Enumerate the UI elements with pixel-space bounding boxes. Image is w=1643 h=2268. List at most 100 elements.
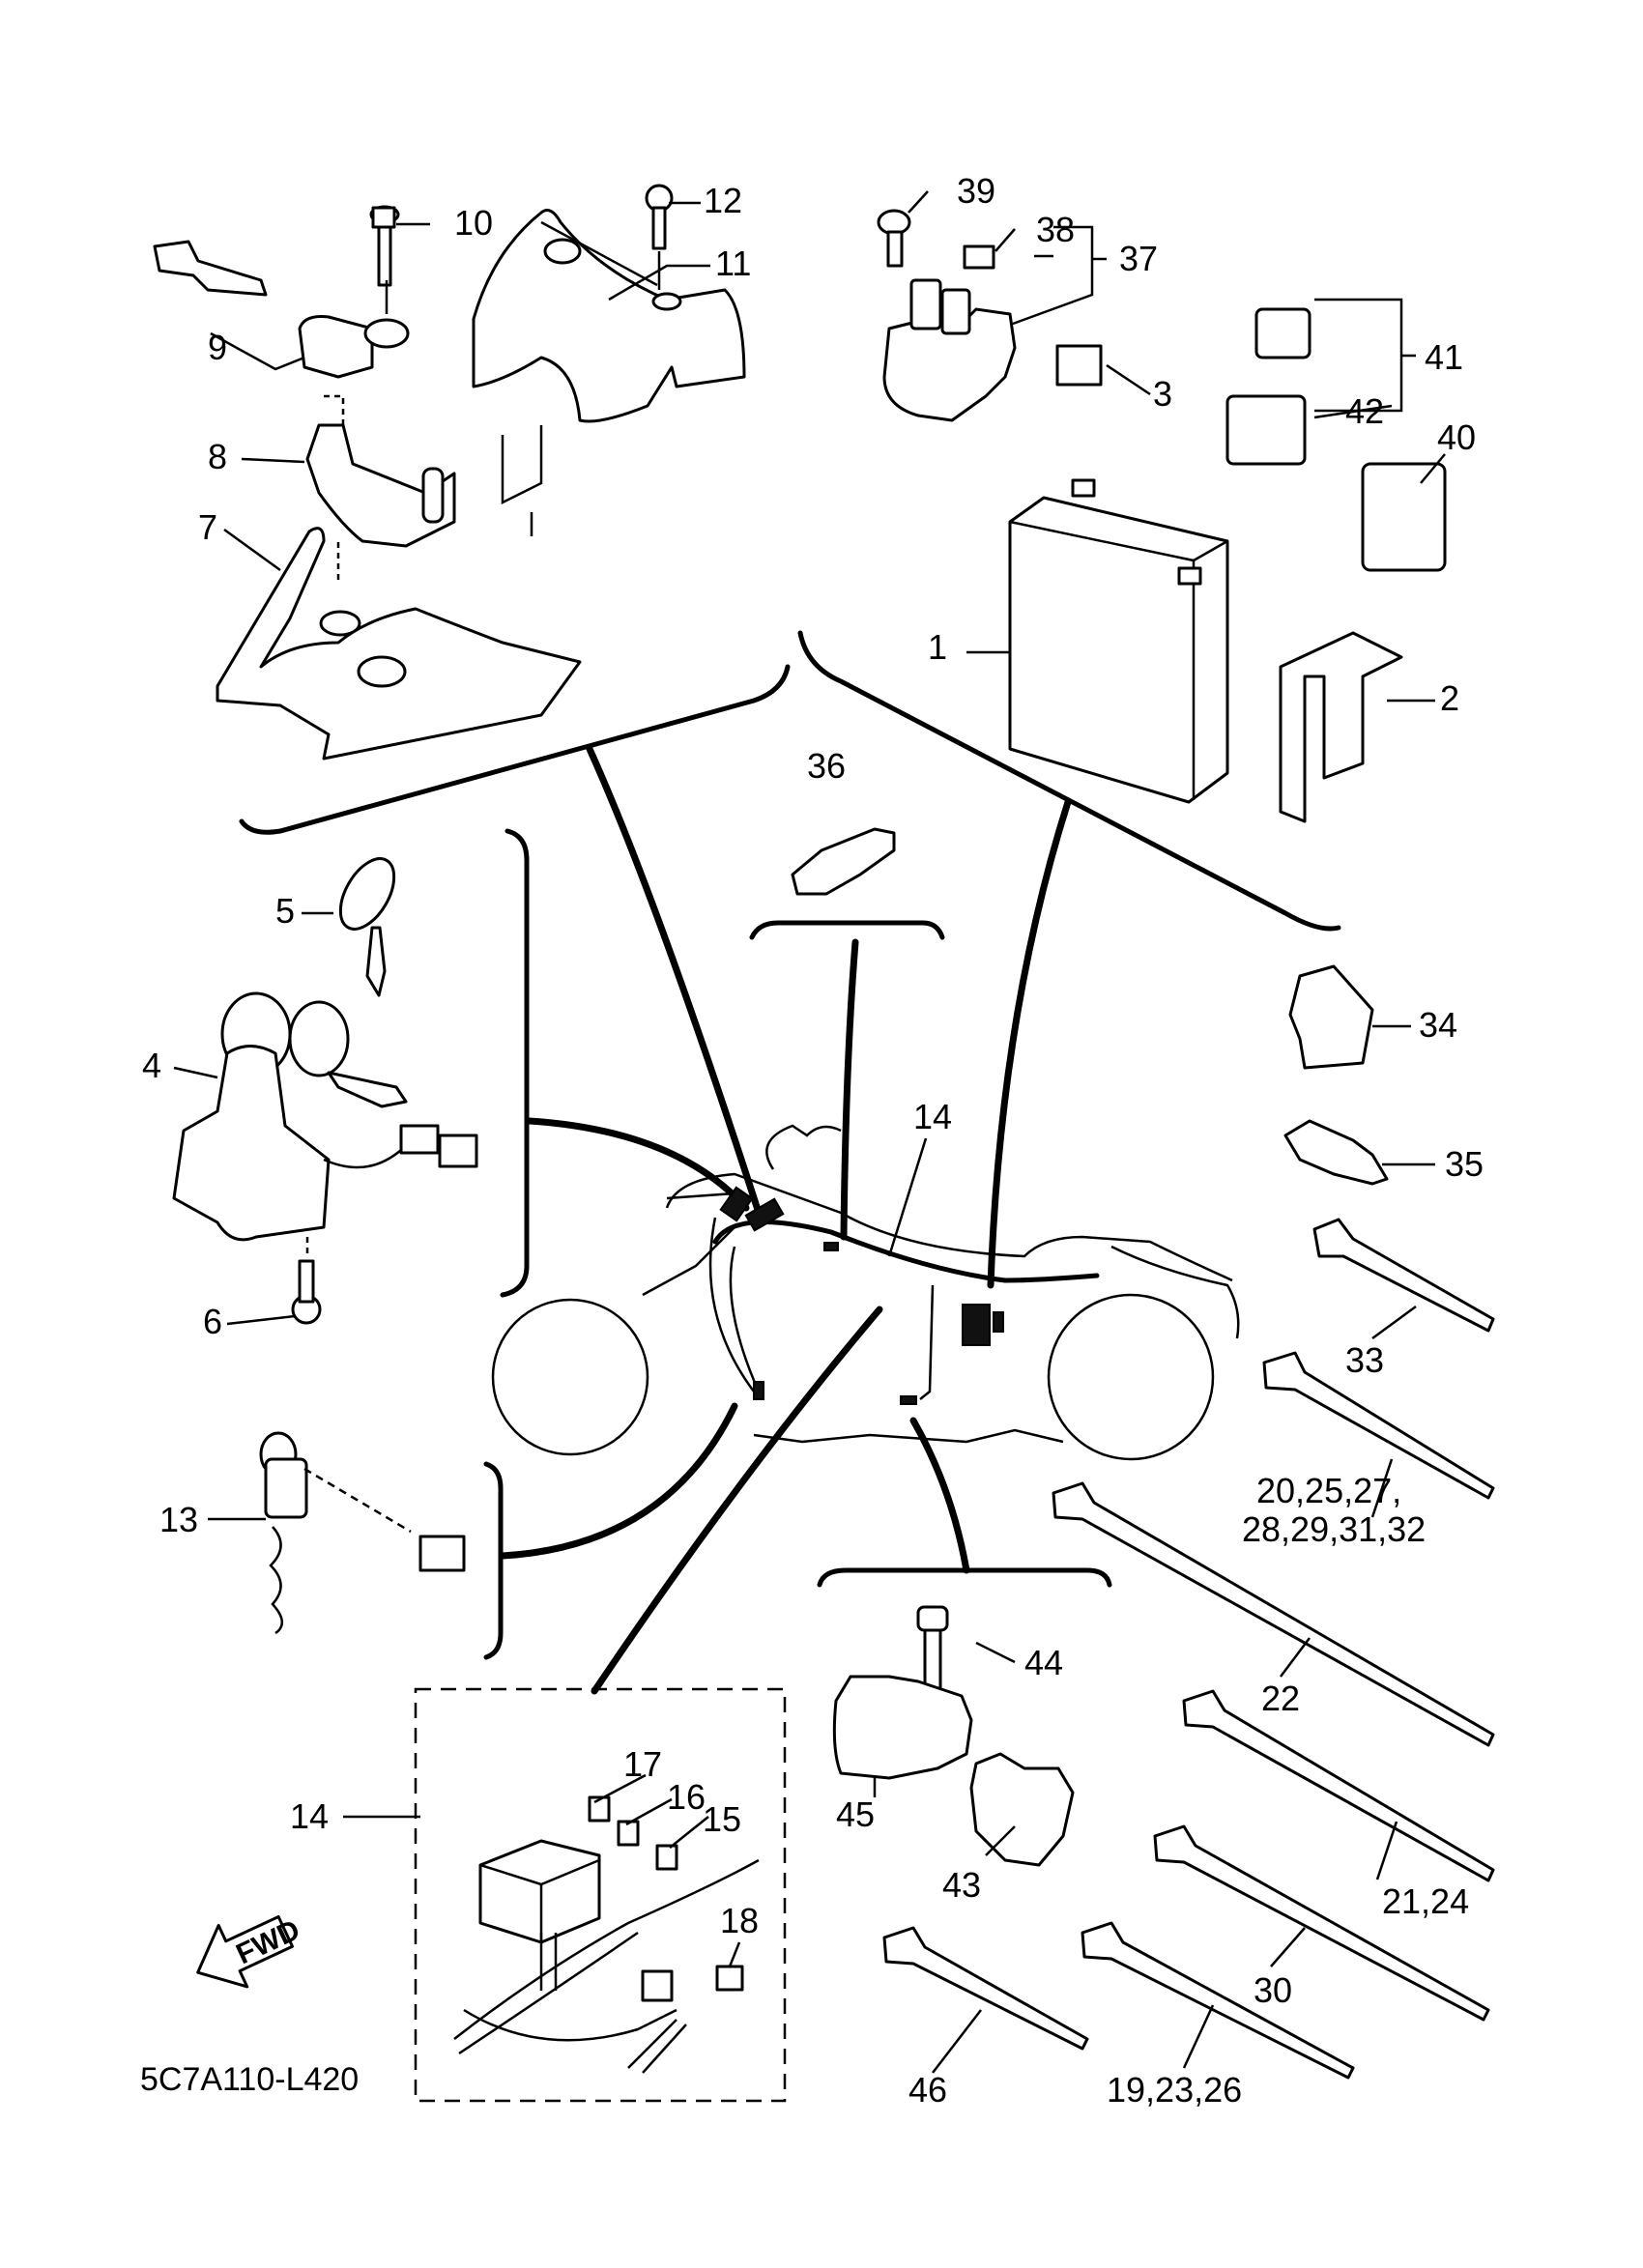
label-14-main: 14 [913, 1097, 952, 1136]
handlebar-holder-assembly [153, 184, 746, 761]
part-3-terminal-cover [1055, 344, 1103, 387]
label-15: 15 [703, 1799, 741, 1839]
part-5-key [338, 857, 396, 931]
label-16: 16 [667, 1777, 706, 1817]
label-10: 10 [454, 203, 493, 243]
link-bottom-middle-to-frame [909, 1417, 970, 1574]
part-2-strap [1279, 631, 1403, 823]
link-left-middle-to-frame [526, 1117, 750, 1212]
label-40: 40 [1437, 417, 1476, 457]
part-38-fuse [963, 244, 995, 270]
sensor-group [832, 1605, 1075, 1867]
label-4: 4 [142, 1046, 161, 1085]
part-1-battery [1008, 496, 1229, 804]
label-18: 18 [720, 1901, 759, 1940]
label-44: 44 [1024, 1643, 1063, 1682]
label-9: 9 [208, 328, 227, 367]
part-18-connector [715, 1965, 744, 1992]
part-44-bolt [916, 1605, 949, 1632]
label-22: 22 [1261, 1679, 1300, 1718]
battery-relay-group [877, 209, 1447, 823]
harness-connector [641, 1969, 674, 2002]
part-16-fuse [617, 1820, 640, 1847]
part-21-tie [1182, 1689, 1495, 1882]
part-9-knob-with-key [298, 315, 374, 379]
main-switch-group [172, 857, 478, 1325]
part-46-tie [882, 1926, 1089, 2051]
label-13: 13 [159, 1500, 198, 1539]
label-45: 45 [836, 1794, 875, 1834]
label-34: 34 [1419, 1005, 1457, 1045]
part-22-tie [1052, 1481, 1495, 1747]
link-top-right-to-frame [987, 798, 1072, 1289]
label-41: 41 [1425, 337, 1463, 377]
part-20-tie [1262, 1351, 1495, 1500]
label-30: 30 [1254, 1970, 1292, 2010]
part-30-tie [1153, 1824, 1490, 2022]
link-harness-box-to-frame [591, 1306, 883, 1695]
part-number-labels: 1 2 3 4 5 6 7 8 9 10 11 12 13 14 14 15 1… [140, 171, 1484, 2110]
part-43-sensor [969, 1752, 1075, 1867]
label-14-detail: 14 [290, 1796, 329, 1836]
forward-arrow-icon: FWD [196, 1914, 304, 1989]
rear-wheel [1047, 1293, 1215, 1461]
motorcycle-frame-outline [491, 1124, 1240, 1461]
label-17: 17 [623, 1744, 662, 1784]
part-11-cover [472, 209, 746, 423]
link-36-to-frame [840, 938, 859, 1241]
part-34-clamp [1288, 964, 1374, 1070]
part-40-flasher-relay [1361, 462, 1447, 572]
label-35: 35 [1445, 1144, 1484, 1184]
leader-lines [173, 190, 1446, 2074]
left-middle-group-brace [500, 828, 530, 1298]
label-20-group-line2: 28,29,31,32 [1242, 1509, 1426, 1549]
part-17-fuse [588, 1795, 611, 1823]
label-42: 42 [1345, 391, 1384, 431]
label-3: 3 [1153, 374, 1172, 414]
part-4-main-switch [172, 1045, 331, 1242]
main-wire-harness-line [712, 1220, 1100, 1283]
top-right-group-brace [797, 630, 1341, 932]
switch-connector-b [438, 1134, 478, 1168]
front-wheel [491, 1298, 649, 1456]
label-36: 36 [807, 746, 846, 786]
label-7: 7 [198, 507, 217, 547]
part-33-tie [1312, 1218, 1495, 1333]
part-39-bolt [877, 209, 911, 236]
label-33: 33 [1345, 1340, 1384, 1380]
label-43: 43 [942, 1865, 981, 1905]
part-13-switch [264, 1457, 308, 1519]
part-10-bolt [371, 206, 396, 229]
part-15-fuse [655, 1844, 678, 1871]
link-top-left-to-frame [586, 745, 763, 1217]
label-38: 38 [1036, 210, 1075, 249]
part-19-tie [1081, 1921, 1355, 2080]
wire-harness-detail [453, 1795, 760, 2074]
label-11: 11 [715, 244, 751, 283]
label-20-group-line1: 20,25,27, [1256, 1471, 1401, 1510]
label-19-23-26: 19,23,26 [1107, 2070, 1242, 2110]
neutral-switch-group [259, 1431, 466, 1635]
drawing-code: 5C7A110-L420 [140, 2061, 359, 2098]
label-6: 6 [203, 1302, 222, 1341]
label-37: 37 [1119, 239, 1158, 278]
left-bottom-group-brace [483, 1461, 504, 1660]
label-39: 39 [957, 171, 995, 211]
part-36-bracket [749, 920, 945, 940]
label-8: 8 [208, 437, 227, 476]
part-35-clip [1283, 1119, 1389, 1186]
label-12: 12 [704, 181, 742, 220]
part-13-connector [418, 1535, 466, 1572]
label-1: 1 [928, 627, 947, 667]
label-21-24: 21,24 [1382, 1881, 1469, 1921]
part-41-relay [1254, 307, 1312, 359]
top-left-group-brace [239, 664, 791, 835]
label-5: 5 [275, 891, 295, 931]
part-45-bracket [832, 1675, 973, 1780]
label-2: 2 [1440, 678, 1459, 718]
cable-ties-group [882, 964, 1495, 2080]
switch-connector-a [399, 1124, 440, 1155]
harness-detail-box [414, 1687, 787, 2103]
